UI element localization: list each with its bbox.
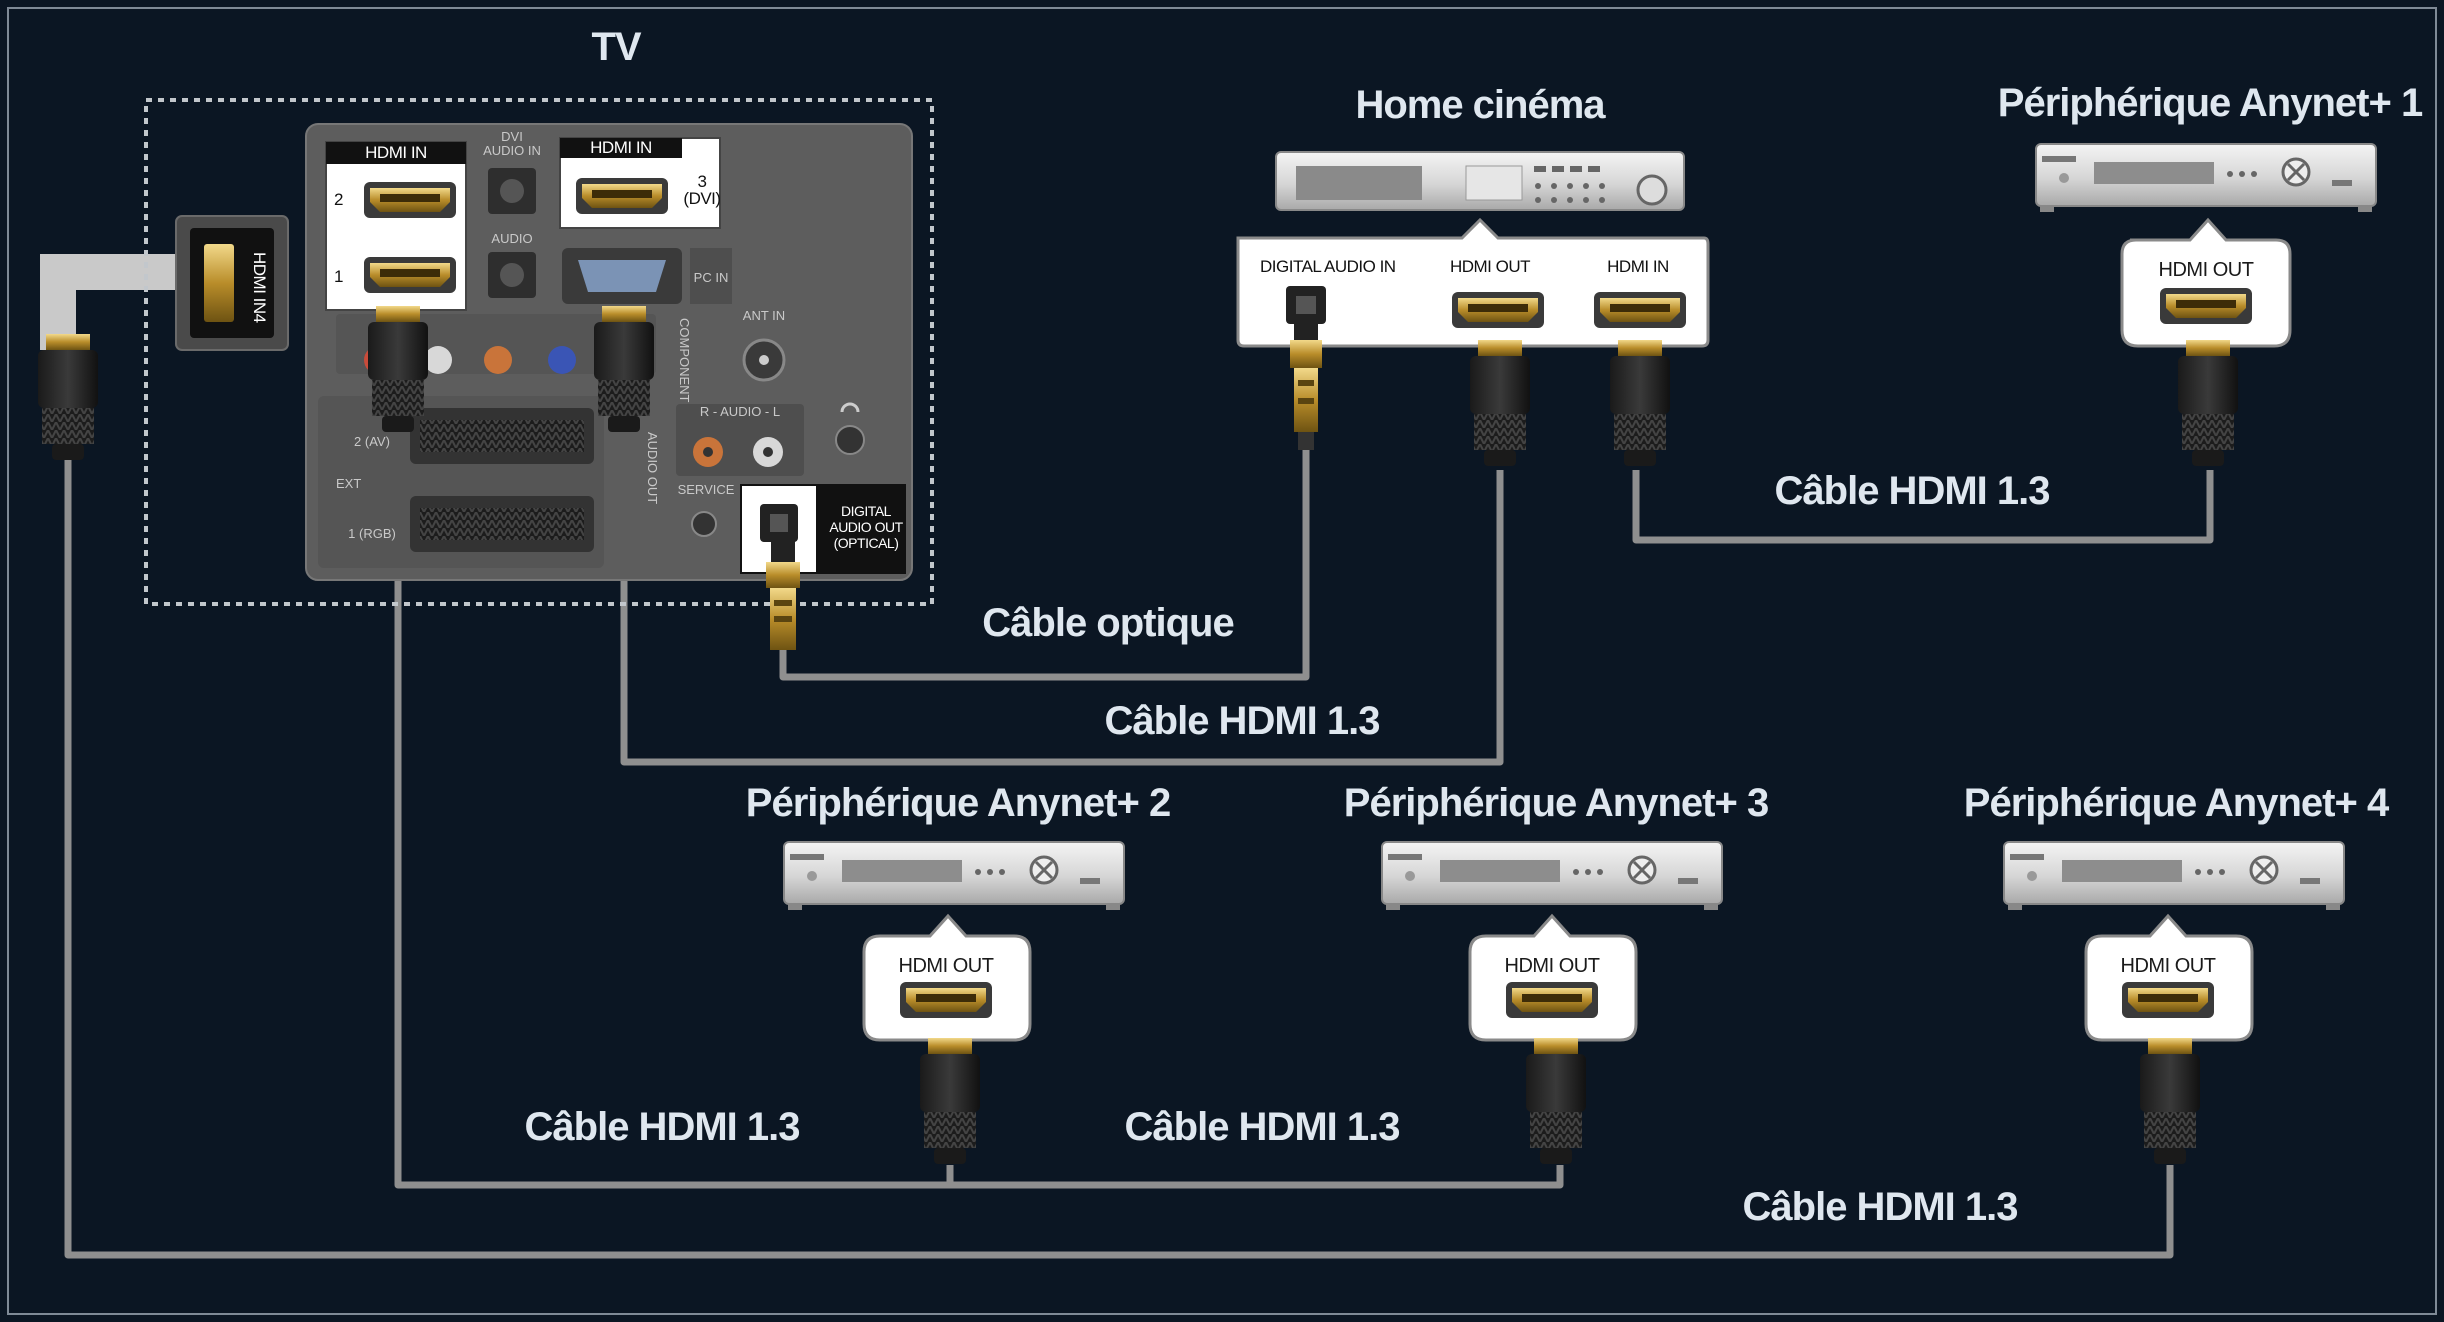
digital-label: DIGITAL	[841, 503, 892, 519]
device3-port-panel: HDMI OUT	[1468, 913, 1638, 1042]
hdmi-in-2-port	[364, 182, 456, 218]
device1-unit	[2034, 142, 2378, 214]
plug-hc-hdmi-out	[1470, 340, 1530, 466]
dvi-audio-in-label: AUDIO IN	[483, 143, 541, 158]
cable-hdmi-hc-d1-label: Câble HDMI 1.3	[1775, 469, 2050, 513]
plug-hc-hdmi-in	[1610, 340, 1670, 466]
device3-hdmi-out-label: HDMI OUT	[1505, 955, 1600, 977]
tv-rear-panel: HDMI IN 2 1 DVI AUDIO IN AUDIO HDMI IN 3…	[305, 123, 913, 581]
hdmi-in-3-label: HDMI IN	[590, 138, 652, 157]
device2-hdmi-out-port	[900, 982, 992, 1018]
audio-label: AUDIO	[491, 231, 532, 246]
plug-device4	[2140, 1038, 2200, 1164]
dvi-label: DVI	[501, 129, 523, 144]
service-label: SERVICE	[678, 482, 735, 497]
port-3-dvi-label: (DVI)	[683, 189, 720, 208]
device4-label: Périphérique Anynet+ 4	[1964, 781, 2390, 825]
port-2-label: 2	[334, 190, 343, 209]
ext-label: EXT	[336, 476, 361, 491]
plug-device1	[2178, 340, 2238, 466]
device4-unit	[2002, 840, 2346, 912]
device4-hdmi-out-label: HDMI OUT	[2121, 955, 2216, 977]
hdmi-in4-ribbon	[40, 254, 205, 350]
audio-out-label: AUDIO OUT	[645, 432, 660, 504]
hc-digital-audio-in-label: DIGITAL AUDIO IN	[1260, 257, 1396, 276]
hdmi-in-3-port	[576, 178, 668, 214]
cables	[40, 254, 2214, 1259]
audio-rl-label: R - AUDIO - L	[700, 404, 780, 419]
plug-device2	[920, 1038, 980, 1164]
tv-outline	[144, 98, 934, 606]
cable-optical-label: Câble optique	[982, 601, 1233, 645]
headphone-icon	[840, 402, 860, 413]
cable-hdmi-d3-label: Câble HDMI 1.3	[1125, 1105, 1400, 1149]
port-1-label: 1	[334, 267, 343, 286]
cable-optical	[779, 450, 1310, 681]
cable-hdmi-d4	[64, 460, 2174, 1259]
hc-hdmi-in-label: HDMI IN	[1607, 257, 1669, 276]
device1-label: Périphérique Anynet+ 1	[1998, 81, 2423, 125]
cable-hdmi-d2-label: Câble HDMI 1.3	[525, 1105, 800, 1149]
plug-hdmi-in4	[38, 334, 98, 460]
outer-frame	[7, 7, 2437, 1315]
component-in-label: COMPONENT IN	[677, 318, 692, 419]
hc-hdmi-in-port	[1594, 292, 1686, 328]
device4-port-panel: HDMI OUT	[2084, 913, 2254, 1042]
hc-hdmi-out-port	[1452, 292, 1544, 328]
device1-port-panel: HDMI OUT	[2120, 217, 2292, 348]
hdmi-in-2-label: HDMI IN	[365, 143, 427, 162]
plug-device3	[1526, 1038, 1586, 1164]
hdmi-in-1-port	[364, 257, 456, 293]
cable-hdmi-d2-d3	[394, 430, 1564, 1189]
device2-unit	[782, 840, 1126, 912]
device4-hdmi-out-port	[2122, 982, 2214, 1018]
optical-label: (OPTICAL)	[834, 535, 899, 551]
plug-hdmi-in-1	[368, 306, 428, 432]
rgb-label: 1 (RGB)	[348, 526, 396, 541]
cable-hdmi-hc-d1	[1632, 470, 2214, 544]
cable-hdmi-tv-hc-label: Câble HDMI 1.3	[1105, 699, 1380, 743]
pc-in-label: PC IN	[694, 270, 729, 285]
home-cinema-device	[1275, 151, 1685, 211]
plug-optical-tv	[766, 534, 800, 650]
device2-hdmi-out-label: HDMI OUT	[899, 955, 994, 977]
hdmi-in4-label: HDMI IN4	[250, 252, 269, 323]
device1-hdmi-out-label: HDMI OUT	[2159, 259, 2254, 281]
tv-label: TV	[591, 25, 641, 69]
device2-port-panel: HDMI OUT	[862, 913, 1032, 1042]
plug-optical-hc	[1290, 316, 1322, 450]
device3-unit	[1380, 840, 1724, 912]
port-3-label: 3	[698, 172, 707, 191]
device2-label: Périphérique Anynet+ 2	[746, 781, 1170, 825]
home-cinema-panel: DIGITAL AUDIO IN HDMI OUT HDMI IN	[1236, 217, 1710, 348]
plug-hdmi-in-3	[594, 306, 654, 432]
device3-hdmi-out-port	[1506, 982, 1598, 1018]
digital-audio-out-label: AUDIO OUT	[829, 519, 903, 535]
home-cinema-label: Home cinéma	[1355, 83, 1606, 127]
device3-label: Périphérique Anynet+ 3	[1344, 781, 1768, 825]
hc-hdmi-out-label: HDMI OUT	[1450, 257, 1530, 276]
av-label: 2 (AV)	[354, 434, 390, 449]
hdmi-in4-panel: HDMI IN4	[175, 215, 289, 351]
cable-hdmi-d4-label: Câble HDMI 1.3	[1743, 1185, 2018, 1229]
ant-in-label: ANT IN	[743, 308, 785, 323]
device1-hdmi-out-port	[2160, 288, 2252, 324]
cable-hdmi-tv-hc	[620, 430, 1504, 766]
